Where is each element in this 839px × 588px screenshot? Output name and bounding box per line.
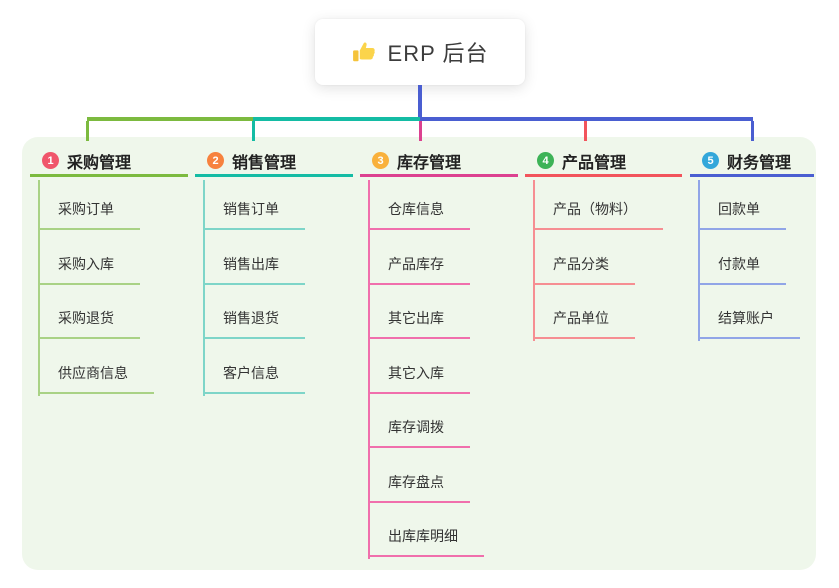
branch-column: 2 销售管理销售订单销售出库销售退货客户信息 bbox=[195, 147, 353, 396]
branch-drop-connector bbox=[86, 121, 89, 141]
branch-node[interactable]: 2 销售管理 bbox=[195, 147, 353, 177]
child-label: 出库库明细 bbox=[368, 526, 484, 557]
root-title: ERP 后台 bbox=[387, 41, 489, 66]
branch-label: 财务管理 bbox=[727, 154, 792, 172]
branch-spine-connector bbox=[698, 180, 700, 341]
branch-spine-connector bbox=[38, 180, 40, 396]
child-label: 采购退货 bbox=[38, 308, 140, 339]
trunk-connector bbox=[418, 85, 422, 121]
child-label: 结算账户 bbox=[698, 308, 800, 339]
branch-column: 5 财务管理回款单付款单结算账户 bbox=[690, 147, 814, 341]
child-label: 销售订单 bbox=[203, 199, 305, 230]
child-label: 销售出库 bbox=[203, 254, 305, 285]
child-label: 产品库存 bbox=[368, 254, 470, 285]
child-label: 产品单位 bbox=[533, 308, 635, 339]
child-label: 其它出库 bbox=[368, 308, 470, 339]
branch-number-badge: 2 bbox=[207, 152, 224, 169]
branch-node[interactable]: 1 采购管理 bbox=[30, 147, 188, 177]
child-label: 销售退货 bbox=[203, 308, 305, 339]
branch-label: 产品管理 bbox=[562, 154, 627, 172]
branch-column: 1 采购管理采购订单采购入库采购退货供应商信息 bbox=[30, 147, 188, 396]
branch-spine-connector bbox=[368, 180, 370, 559]
branch-spine-connector bbox=[203, 180, 205, 396]
branch-label: 采购管理 bbox=[67, 154, 132, 172]
branch-label: 库存管理 bbox=[397, 154, 462, 172]
branch-number-badge: 4 bbox=[537, 152, 554, 169]
branch-number-badge: 5 bbox=[702, 152, 719, 169]
child-label: 仓库信息 bbox=[368, 199, 470, 230]
branch-drop-connector bbox=[419, 121, 422, 141]
branch-drop-connector bbox=[751, 121, 754, 141]
branch-node[interactable]: 5 财务管理 bbox=[690, 147, 814, 177]
bus-segment bbox=[253, 117, 420, 121]
child-label: 库存盘点 bbox=[368, 472, 470, 503]
branch-column: 3 库存管理仓库信息产品库存其它出库其它入库库存调拨库存盘点出库库明细 bbox=[360, 147, 518, 559]
root-node[interactable]: ERP 后台 bbox=[315, 19, 525, 85]
bus-segment bbox=[420, 117, 753, 121]
branch-node[interactable]: 4 产品管理 bbox=[525, 147, 682, 177]
child-label: 库存调拨 bbox=[368, 417, 470, 448]
child-label: 客户信息 bbox=[203, 363, 305, 394]
child-label: 付款单 bbox=[698, 254, 786, 285]
child-label: 产品（物料） bbox=[533, 199, 663, 230]
branch-drop-connector bbox=[252, 121, 255, 141]
child-label: 采购订单 bbox=[38, 199, 140, 230]
child-label: 供应商信息 bbox=[38, 363, 154, 394]
branch-drop-connector bbox=[584, 121, 587, 141]
branch-node[interactable]: 3 库存管理 bbox=[360, 147, 518, 177]
branch-number-badge: 3 bbox=[372, 152, 389, 169]
child-label: 回款单 bbox=[698, 199, 786, 230]
content-panel bbox=[22, 137, 816, 570]
branch-spine-connector bbox=[533, 180, 535, 341]
branch-label: 销售管理 bbox=[232, 154, 297, 172]
child-label: 产品分类 bbox=[533, 254, 635, 285]
thumbs-up-icon bbox=[352, 39, 378, 65]
branch-number-badge: 1 bbox=[42, 152, 59, 169]
child-label: 采购入库 bbox=[38, 254, 140, 285]
branch-column: 4 产品管理产品（物料） 产品分类产品单位 bbox=[525, 147, 682, 341]
child-label: 其它入库 bbox=[368, 363, 470, 394]
bus-segment bbox=[87, 117, 253, 121]
